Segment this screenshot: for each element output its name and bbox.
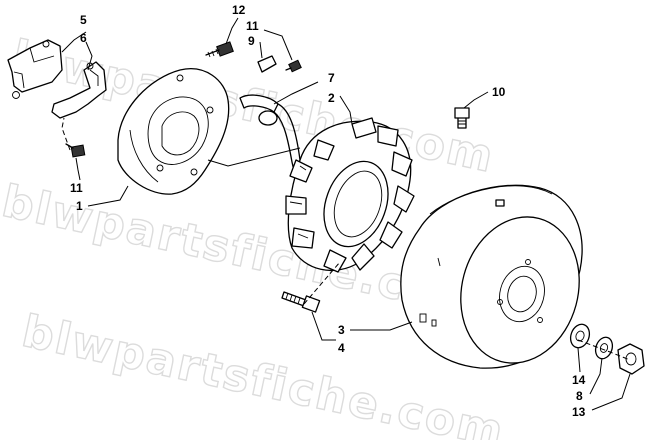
leader-6 (85, 41, 93, 71)
stator-plate (117, 68, 230, 195)
leader-13 (591, 373, 631, 411)
screw-4 (281, 291, 321, 313)
washer-14 (569, 323, 591, 349)
callout-13: 13 (572, 405, 586, 419)
clip-9 (257, 55, 277, 73)
screw-12 (205, 41, 234, 58)
lockwasher-8 (594, 336, 614, 360)
callout-2: 2 (328, 91, 335, 105)
screw-11-top (285, 59, 302, 73)
bracket-part (7, 39, 63, 99)
leader-11-left (75, 157, 81, 181)
callout-5: 5 (80, 13, 87, 27)
callout-11-top: 11 (246, 19, 259, 33)
leader-2 (339, 95, 353, 125)
leader-10 (463, 91, 489, 109)
assembly-line (207, 147, 301, 167)
screw-11-left (65, 143, 86, 158)
callout-6: 6 (80, 31, 87, 45)
leader-3 (350, 321, 413, 331)
nut-13 (617, 343, 645, 375)
leader-11-top (263, 29, 293, 61)
leader-4 (311, 311, 336, 341)
alignment-line-2 (303, 261, 341, 305)
callout-4: 4 (338, 341, 345, 355)
leader-7 (273, 81, 319, 105)
leader-12 (225, 17, 239, 45)
flywheel (400, 184, 583, 369)
callout-3: 3 (338, 323, 345, 337)
callout-10: 10 (492, 85, 506, 99)
leader-9 (259, 41, 263, 59)
stator-coil (285, 117, 415, 273)
clip-part (51, 61, 107, 119)
callout-8: 8 (576, 389, 583, 403)
callout-14: 14 (572, 373, 586, 387)
alignment-line-3 (577, 339, 631, 361)
bolt-10 (454, 107, 470, 129)
callout-11-left: 11 (70, 181, 83, 195)
callout-12: 12 (232, 3, 246, 17)
leader-1 (87, 185, 129, 207)
callout-7: 7 (328, 71, 335, 85)
callout-1: 1 (76, 199, 83, 213)
leader-5 (61, 31, 87, 53)
leader-14 (577, 347, 581, 373)
callout-9: 9 (248, 34, 255, 48)
leader-8 (589, 357, 603, 395)
